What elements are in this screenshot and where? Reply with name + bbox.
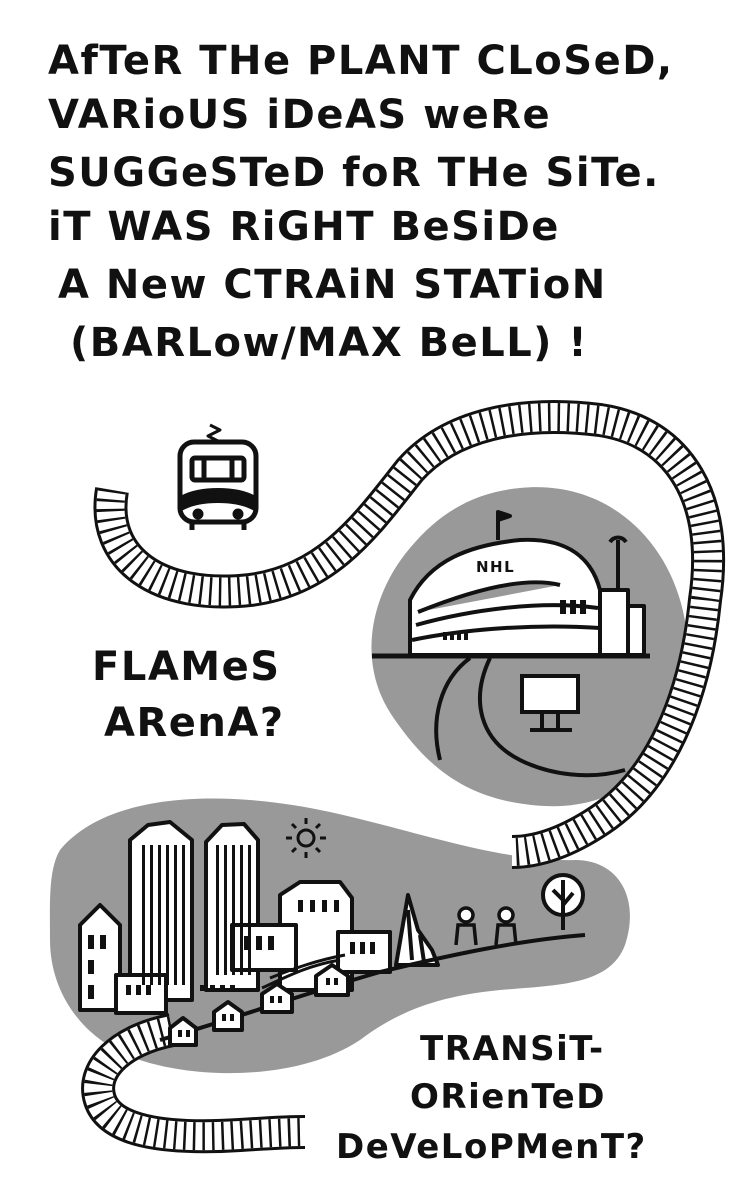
railway-track-main [93,400,726,869]
arena-label: FLAMeS ARenA? [92,644,285,746]
caption-line-1: AfTeR THe PLANT CLoSeD, [48,38,674,84]
hillside [159,933,586,1047]
tod-label-line-1: TRANSiT- [420,1029,605,1069]
tod-label-line-2: ORienTeD [410,1077,606,1117]
billboard-icon [520,674,580,732]
arena-label-line-2: ARenA? [104,700,285,746]
arena-roof-text: NHL [476,558,515,576]
arena-label-line-1: FLAMeS [92,644,281,690]
people-icon [454,906,518,946]
caption-line-3: SUGGeSTeD foR THe SiTe. [48,150,660,196]
tod-label-line-3: DeVeLoPMenT? [336,1127,647,1167]
tod-label: TRANSiT- ORienTeD DeVeLoPMenT? [336,1029,647,1167]
caption-line-5: A New CTRAiN STATioN [58,262,607,308]
caption-line-2: VARioUS iDeAS weRe [48,92,552,138]
caption-line-4: iT WAS RiGHT BeSiDe [48,204,560,250]
railway-track-lower [81,1013,306,1154]
arena-building: NHL [372,510,650,659]
train-icon [177,423,259,530]
sun-icon [286,818,326,858]
tree-icon [541,873,585,930]
caption-line-6: (BARLow/MAX BeLL) ! [70,320,589,366]
arena-roads [434,656,626,778]
tower-windows [126,845,375,995]
